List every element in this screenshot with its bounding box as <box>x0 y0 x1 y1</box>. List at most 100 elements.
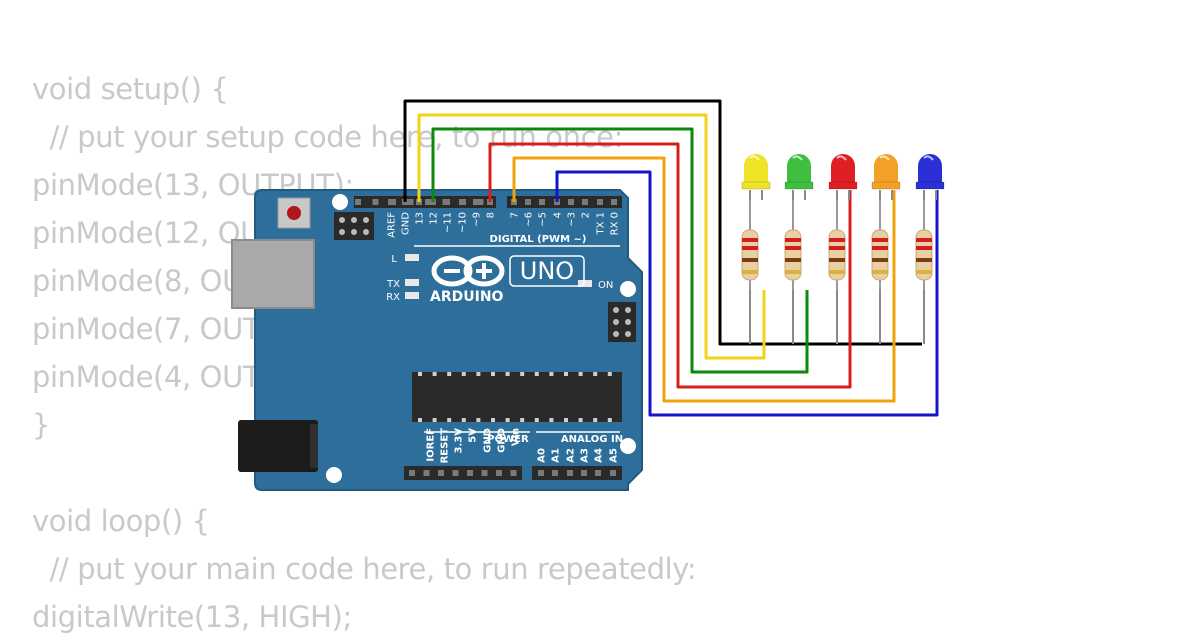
pin-label: 13 <box>415 212 426 225</box>
mounting-hole <box>620 438 636 454</box>
icsp-header-top <box>334 212 374 240</box>
pin-label: ~11 <box>443 212 454 233</box>
led-rx-indicator <box>405 292 419 299</box>
pin-label: TX 1 <box>596 212 607 236</box>
pin-label: A5 <box>609 448 620 463</box>
pin-label: 3.3V <box>454 428 465 454</box>
header-pin[interactable] <box>538 470 544 476</box>
led-array <box>741 154 945 344</box>
wire-pin-13[interactable] <box>417 113 766 360</box>
header-pin[interactable] <box>388 199 394 205</box>
code-line: } <box>32 408 51 442</box>
header-pin[interactable] <box>510 470 517 476</box>
header-pin[interactable] <box>423 470 430 476</box>
pin-label: ~6 <box>524 212 535 227</box>
resistor[interactable] <box>784 200 802 290</box>
resistor[interactable] <box>741 200 759 290</box>
header-pin[interactable] <box>409 470 415 476</box>
led-l-indicator <box>405 254 419 261</box>
pin-label: 12 <box>429 212 440 225</box>
header-pin[interactable] <box>452 470 459 476</box>
pin-label: 2 <box>581 212 592 218</box>
pin-label: A1 <box>551 448 562 463</box>
microcontroller-chip <box>412 372 622 422</box>
pin-label: A2 <box>566 448 577 463</box>
pin-label: RX 0 <box>610 212 621 235</box>
pin-label: GND <box>497 428 508 453</box>
header-pin[interactable] <box>473 199 479 205</box>
led-l-label: L <box>391 254 397 265</box>
pin-label: ~3 <box>567 212 578 227</box>
header-pin[interactable] <box>467 470 473 476</box>
code-line: // put your main code here, to run repea… <box>32 552 697 586</box>
pin-label: GND <box>401 212 412 235</box>
resistor[interactable] <box>915 200 933 290</box>
pin-label: A3 <box>580 448 591 463</box>
wire-pin-8[interactable] <box>488 142 852 389</box>
resistor[interactable] <box>828 200 846 290</box>
code-line: void setup() { <box>32 72 229 106</box>
led-tx-indicator <box>405 279 419 286</box>
wire-pin-7[interactable] <box>512 156 896 403</box>
wire-gnd[interactable] <box>403 99 922 346</box>
model-label: UNO <box>520 257 574 285</box>
pin-label: 4 <box>553 212 564 218</box>
header-pin[interactable] <box>567 470 573 476</box>
led-on-indicator <box>578 280 592 287</box>
header-pin[interactable] <box>610 470 616 476</box>
header-pin[interactable] <box>539 199 545 205</box>
code-editor-background: void setup() { // put your setup code he… <box>32 65 697 641</box>
pin-label: 5V <box>468 428 479 443</box>
mounting-hole <box>332 194 348 210</box>
pin-label: A4 <box>594 448 605 463</box>
pin-label: RESET <box>440 428 451 464</box>
header-pin[interactable] <box>595 470 601 476</box>
wire-pin-12[interactable] <box>431 127 809 374</box>
pin-label: Vin <box>511 428 522 446</box>
header-pin[interactable] <box>581 470 587 476</box>
pin-label: 8 <box>486 212 497 218</box>
wire-pin-4[interactable] <box>555 170 939 417</box>
pin-label: A0 <box>537 448 548 463</box>
power-pin-header[interactable] <box>404 466 522 480</box>
resistor[interactable] <box>871 200 889 290</box>
digital-pin-header[interactable] <box>354 196 622 208</box>
header-pin[interactable] <box>481 470 488 476</box>
arduino-infinity-logo-icon <box>431 255 505 287</box>
analog-label: ANALOG IN <box>561 434 623 445</box>
digital-header-label: DIGITAL (PWM ~) <box>490 234 587 245</box>
pin-label: GND <box>483 428 494 453</box>
led-on-label: ON <box>598 280 613 291</box>
code-line: // put your setup code here, to run once… <box>32 120 624 154</box>
header-pin[interactable] <box>552 470 558 476</box>
header-pin[interactable] <box>597 199 603 205</box>
header-pin[interactable] <box>496 470 502 476</box>
pin-label: ~5 <box>538 212 549 227</box>
header-pin[interactable] <box>438 470 444 476</box>
header-pin[interactable] <box>444 199 450 205</box>
pin-label: IOREF <box>426 428 437 462</box>
header-pin[interactable] <box>582 199 588 205</box>
pin-label: 7 <box>510 212 521 218</box>
usb-connector <box>231 239 315 309</box>
header-pin[interactable] <box>568 199 574 205</box>
pin-label: ~9 <box>472 212 483 227</box>
power-jack <box>238 420 318 472</box>
header-pin[interactable] <box>525 199 531 205</box>
brand-label: ARDUINO <box>430 289 504 305</box>
mounting-hole <box>620 281 636 297</box>
code-line: digitalWrite(13, HIGH); <box>32 600 352 634</box>
icsp-header-right <box>608 302 636 342</box>
led-tx-label: TX <box>386 279 400 290</box>
code-line: void loop() { <box>32 504 210 538</box>
pin-label: ~10 <box>458 212 469 233</box>
header-pin[interactable] <box>611 199 617 205</box>
analog-pin-header[interactable] <box>532 466 622 480</box>
power-label: POWER <box>487 434 529 445</box>
header-pin[interactable] <box>459 199 465 205</box>
